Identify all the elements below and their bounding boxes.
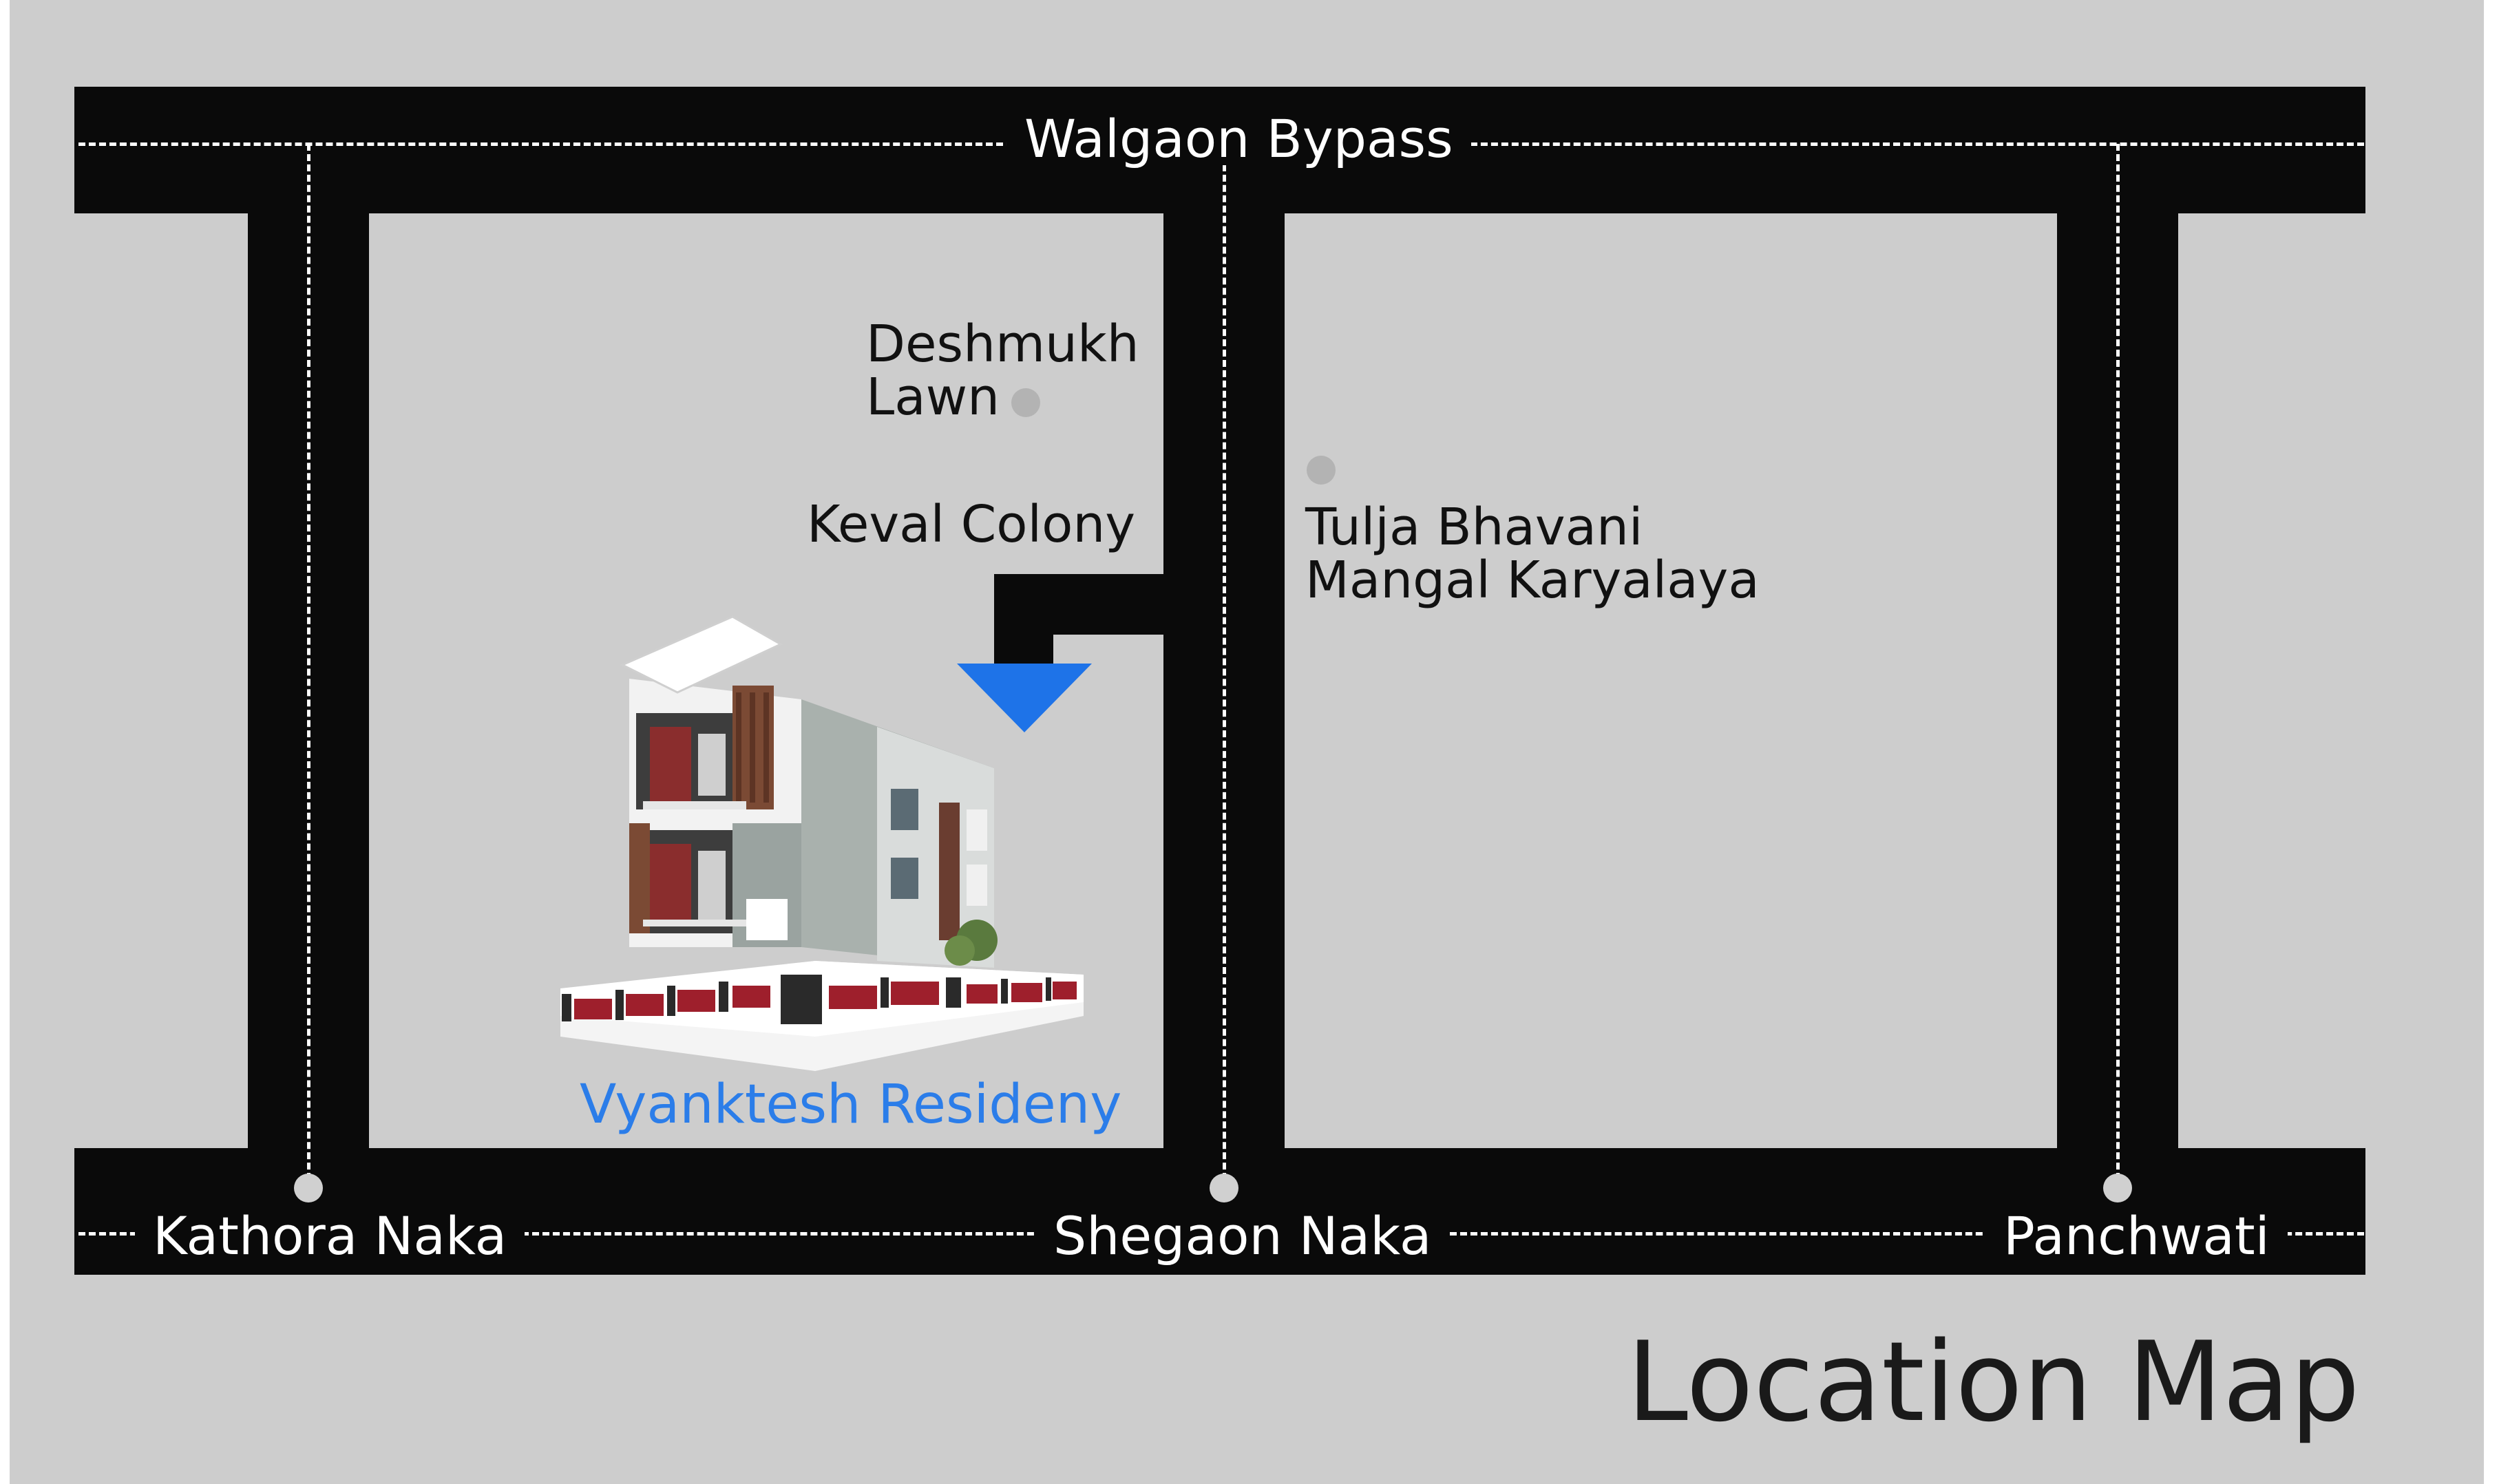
- junction-dot-icon: [294, 1174, 323, 1202]
- centerline-right: [2116, 144, 2120, 1190]
- landmark-tulja-line1: Tulja Bhavani: [1305, 498, 1643, 557]
- road-label-walgaon-bypass: Walgaon Bypass: [1006, 113, 1471, 165]
- road-keval-colony-spur: [994, 574, 1053, 664]
- junction-dot-icon: [2103, 1174, 2132, 1202]
- junction-label-shegaon-naka: Shegaon Naka: [1035, 1210, 1450, 1262]
- landmark-tulja-line2: Mangal Karyalaya: [1305, 550, 1760, 610]
- junction-dot-icon: [1210, 1174, 1238, 1202]
- landmark-deshmukh-line1: Deshmukh: [866, 315, 1139, 374]
- centerline-left: [307, 144, 310, 1190]
- junction-label-panchwati: Panchwati: [1985, 1210, 2288, 1262]
- landmark-tulja-bhavani: Tulja Bhavani Mangal Karyalaya: [1305, 501, 1760, 607]
- landmark-deshmukh-lawn: Deshmukh Lawn: [866, 318, 1139, 424]
- building-illustration: [560, 615, 1084, 1071]
- map-title: Location Map: [1626, 1317, 2360, 1446]
- landmark-dot-icon: [1011, 388, 1040, 417]
- centerline-center: [1223, 144, 1226, 1190]
- landmark-keval-colony: Keval Colony: [807, 495, 1136, 554]
- landmark-dot-icon: [1307, 456, 1336, 485]
- junction-label-kathora-naka: Kathora Naka: [135, 1210, 525, 1262]
- location-map: Walgaon Bypass Kathora Naka Shegaon Naka…: [10, 0, 2484, 1484]
- project-name: Vyanktesh Resideny: [580, 1074, 1122, 1136]
- landmark-deshmukh-line2: Lawn: [866, 367, 1000, 427]
- location-pin-icon: [957, 664, 1092, 732]
